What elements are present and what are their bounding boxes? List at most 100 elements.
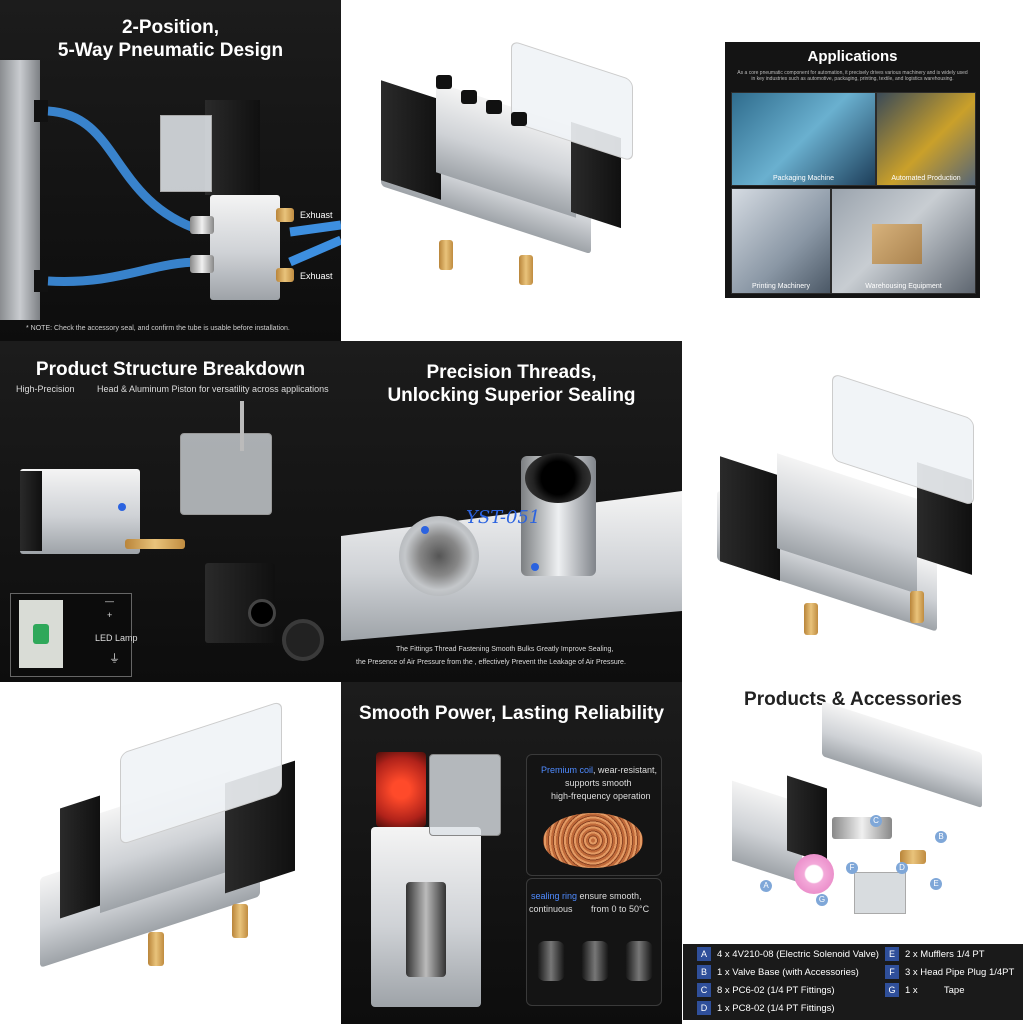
cardboard-box [872, 224, 922, 264]
threaded-hole [399, 516, 479, 596]
seal-callout-line2-right: from 0 to 50°C [591, 904, 650, 914]
cutaway-spool [406, 882, 446, 977]
led-board-inset: — + LED Lamp ⏚ [10, 593, 138, 677]
label-f: F [846, 862, 858, 874]
exhaust-muffler-bottom [276, 268, 294, 282]
muffler-1 [439, 240, 453, 270]
coil-callout-highlight: Premium coil [541, 765, 594, 775]
label-minus: — [105, 596, 114, 606]
threads-title-line2: Unlocking Superior Sealing [387, 385, 636, 406]
exploded-screw [240, 401, 244, 451]
exploded-seal-ring [282, 619, 324, 661]
structure-subtitle-left: High-Precision [16, 384, 75, 394]
legend-key-a: A [697, 947, 711, 962]
legend-key-d: D [697, 1001, 711, 1016]
seal-callout: sealing ring ensure smooth, continuous f… [526, 878, 662, 1006]
label-led-lamp: LED Lamp [95, 633, 138, 643]
tile1-title-line2: 5-Way Pneumatic Design [57, 40, 284, 61]
accessory-tape [794, 854, 834, 894]
accessory-valve-base [822, 701, 982, 808]
power-title: Smooth Power, Lasting Reliability [358, 703, 665, 724]
accessory-fittings [832, 817, 892, 839]
coil-callout-line1: Premium coil, wear-resistant, [541, 765, 657, 775]
coil-callout-rest: , wear-resistant, [593, 765, 658, 775]
structure-subtitle-right: Head & Aluminum Piston for versatility a… [97, 384, 329, 394]
copper-wire-spool [543, 813, 643, 868]
coil-callout-line3: high-frequency operation [551, 791, 651, 801]
solenoid-coil [205, 100, 260, 195]
tile-precision-threads: Precision Threads, Unlocking Superior Se… [341, 341, 682, 682]
exploded-coil-seat [20, 471, 42, 551]
fitting-cap-2 [461, 90, 477, 104]
caption-warehousing-equipment: Warehousing Equipment [865, 283, 942, 290]
applications-card: Applications As a core pneumatic compone… [725, 42, 980, 298]
seal-callout-line2-left: continuous [529, 904, 573, 914]
legend-key-e: E [885, 947, 899, 962]
tile-product-photo-2 [682, 341, 1024, 682]
label-g: G [816, 894, 828, 906]
muffler-2 [519, 255, 533, 285]
seal-callout-rest: ensure smooth, [577, 891, 642, 901]
label-a: A [760, 880, 772, 892]
exploded-coil-hole [248, 599, 276, 627]
tile1-note: * NOTE: Check the accessory seal, and co… [26, 325, 290, 332]
valve-stack-3 [60, 795, 100, 919]
label-c: C [870, 815, 882, 827]
tile-pneumatic-design: 2-Position, 5-Way Pneumatic Design Exhua… [0, 0, 341, 341]
photo-printing-machinery: Printing Machinery [731, 188, 831, 294]
coil-connector [160, 115, 212, 192]
caption-packaging-machine: Packaging Machine [772, 175, 835, 182]
threads-caption-line1: The Fittings Thread Fastening Smooth Bul… [396, 646, 614, 653]
fitting-cap-1 [436, 75, 452, 89]
piston-rod [125, 539, 185, 549]
tile-structure-breakdown: Product Structure Breakdown High-Precisi… [0, 341, 341, 682]
seal-ring-1 [537, 941, 565, 981]
tile-applications: Applications As a core pneumatic compone… [682, 0, 1024, 341]
muffler-3 [804, 603, 818, 635]
cutaway-coil [376, 752, 426, 827]
cylinder-port-top [34, 100, 48, 122]
fitting-cap-4 [511, 112, 527, 126]
legend-text-f: 3 x Head Pipe Plug 1/4PT [905, 967, 1015, 978]
seal-ring-2 [581, 941, 609, 981]
tile-product-photo-3 [0, 682, 341, 1024]
accessory-mufflers [900, 850, 926, 864]
watermark: YST-051 [466, 507, 541, 528]
thread-blue-dot-1 [421, 526, 429, 534]
photo-automated-production: Automated Production [876, 92, 976, 186]
caption-printing-machinery: Printing Machinery [752, 283, 810, 290]
legend-key-g: G [885, 983, 899, 998]
label-b: B [935, 831, 947, 843]
tile-product-photo-1 [341, 0, 682, 341]
exploded-connector [180, 433, 272, 515]
caption-automated-production: Automated Production [891, 175, 961, 182]
photo-packaging-machine: Packaging Machine [731, 92, 876, 186]
valve-stack [381, 80, 441, 200]
coil-callout-line2: supports smooth [565, 778, 632, 788]
label-d: D [896, 862, 908, 874]
blue-indicator [118, 503, 126, 511]
valve-body [210, 195, 280, 300]
push-fitting-top [525, 453, 591, 503]
legend-key-c: C [697, 983, 711, 998]
label-plus: + [107, 610, 113, 620]
valve-fitting-top [190, 216, 214, 234]
legend-text-c: 8 x PC6-02 (1/4 PT Fittings) [717, 985, 835, 996]
air-tubes [47, 106, 341, 286]
legend-text-b: 1 x Valve Base (with Accessories) [717, 967, 859, 978]
legend-text-g: 1 x Tape [905, 985, 965, 996]
exhaust-muffler-top [276, 208, 294, 222]
legend-row-a: A 4 x 4V210-08 (Electric Solenoid Valve) [697, 946, 879, 963]
thread-blue-dot-2 [531, 563, 539, 571]
led-board-window [33, 624, 49, 644]
legend-row-g: G 1 x Tape [885, 982, 965, 999]
valve-fitting-bottom [190, 255, 214, 273]
muffler-5 [148, 932, 164, 966]
legend-row-c: C 8 x PC6-02 (1/4 PT Fittings) [697, 982, 835, 999]
tile1-title-line1: 2-Position, [121, 17, 220, 38]
legend-text-a: 4 x 4V210-08 (Electric Solenoid Valve) [717, 949, 879, 960]
